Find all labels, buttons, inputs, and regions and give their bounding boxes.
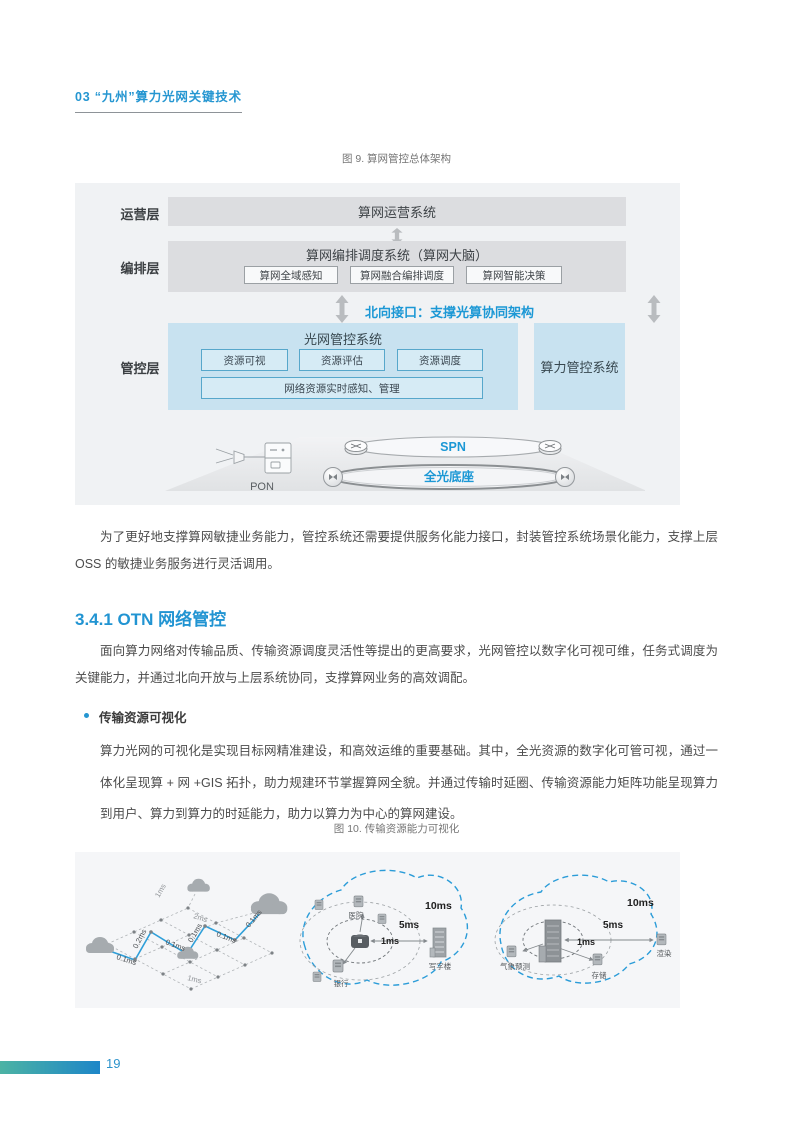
- paragraph-1: 为了更好地支撑算网敏捷业务能力，管控系统还需要提供服务化能力接口，封装管控系统场…: [75, 530, 718, 571]
- cloud-boundary: [499, 874, 658, 984]
- ops-system-box: 算网运营系统: [168, 197, 626, 226]
- render-icon: [656, 933, 667, 946]
- hospital-label: 医院: [349, 910, 364, 920]
- optical-node-icon: [555, 467, 575, 487]
- building-icon: [377, 913, 387, 924]
- optical-base-label: 全光底座: [423, 469, 475, 484]
- building-icon: [312, 971, 322, 982]
- layer-label-orchestration: 编排层: [120, 261, 160, 276]
- mesh-latency-label: 0.1ms: [164, 937, 187, 953]
- figure9-caption: 图 9. 算网管控总体架构: [341, 153, 452, 165]
- mesh-latency-label: 2ms: [192, 911, 208, 924]
- double-arrow-icon: [647, 295, 661, 323]
- layer-label-operations: 运营层: [120, 207, 160, 222]
- bullet-dot-icon: [84, 713, 89, 718]
- figure10-visualization-diagram: 0.1ms 0.2ms 0.1ms 0.1ms 0.1ms 0.1ms 1ms …: [75, 852, 680, 1008]
- paragraph-2: 面向算力网络对传输品质、传输资源调度灵活性等提出的更高要求，光网管控以数字化可视…: [75, 644, 718, 685]
- bank-icon: [332, 959, 344, 973]
- optical-network-control-box: 光网管控系统 资源可视 资源评估 资源调度 网络资源实时感知、管理: [168, 323, 518, 410]
- bullet-label: 传输资源可视化: [99, 711, 187, 725]
- render-label: 渲染: [657, 948, 672, 958]
- latency-cloud-2: 1ms 5ms 10ms 气象预测 存储 渲染: [494, 874, 672, 984]
- figure9-architecture-diagram: 运营层 编排层 管控层 算网运营系统 算网编排调度系统（算网大脑） 算网全域感知…: [75, 183, 680, 505]
- latency-cloud-1: 1ms 5ms 10ms 医院 银行 写字楼: [299, 869, 469, 988]
- cloud-boundary: [302, 869, 469, 986]
- mesh-topology: 0.1ms 0.2ms 0.1ms 0.1ms 0.1ms 0.1ms 1ms …: [86, 878, 288, 991]
- ring-5ms-label: 5ms: [399, 920, 419, 931]
- double-arrow-icon: [391, 228, 403, 244]
- optical-sub-evaluation: 资源评估: [299, 349, 385, 371]
- mesh-latency-label: 1ms: [187, 973, 203, 985]
- mesh-latency-label: 0.1ms: [215, 929, 238, 945]
- double-arrow-icon: [335, 295, 349, 323]
- optical-sub-visibility: 资源可视: [201, 349, 288, 371]
- orch-sub-scheduling: 算网融合编排调度: [350, 266, 454, 284]
- office-label: 写字楼: [429, 961, 452, 971]
- network-base-illustration: PON SPN: [165, 436, 645, 493]
- ring-1ms-label: 1ms: [381, 936, 399, 946]
- optical-network-control-title: 光网管控系统: [303, 332, 382, 347]
- hospital-icon: [353, 895, 364, 908]
- building-icon: [314, 899, 324, 910]
- page-number: 19: [106, 1056, 121, 1071]
- ring-5ms-label: 5ms: [603, 920, 623, 931]
- layer-label-management: 管控层: [120, 361, 160, 376]
- section-title: 3.4.1 OTN 网络管控: [75, 610, 227, 629]
- mesh-latency-label: 0.1ms: [115, 952, 137, 967]
- weather-label: 气象预测: [500, 961, 530, 971]
- orchestration-system-title: 算网编排调度系统（算网大脑）: [305, 248, 488, 263]
- compute-tower-icon: [538, 919, 562, 963]
- router-icon: [538, 440, 562, 455]
- figure10-caption: 图 10. 传输资源能力可视化: [333, 823, 460, 835]
- office-tower-icon: [429, 927, 447, 958]
- spn-label: SPN: [440, 440, 466, 454]
- paragraph-3: 算力光网的可视化是实现目标网精准建设，和高效运维的重要基础。其中，全光资源的数字…: [100, 744, 718, 821]
- ring-10ms-label: 10ms: [627, 897, 654, 909]
- ring-10ms-label: 10ms: [425, 900, 452, 912]
- bank-label: 银行: [334, 978, 349, 988]
- footer-gradient-bar: [0, 1061, 100, 1074]
- pon-icon: [215, 442, 292, 474]
- figure10-svg: 0.1ms 0.2ms 0.1ms 0.1ms 0.1ms 0.1ms 1ms …: [86, 869, 672, 991]
- optical-sub-realtime: 网络资源实时感知、管理: [201, 377, 483, 399]
- pon-label: PON: [250, 481, 274, 493]
- compute-control-box: 算力管控系统: [534, 323, 625, 410]
- datacenter-icon: [351, 934, 369, 948]
- orch-sub-decision: 算网智能决策: [466, 266, 562, 284]
- northbound-interface-label: 北向接口：支撑光算协同架构: [365, 305, 535, 320]
- weather-icon: [506, 945, 517, 958]
- orch-sub-awareness: 算网全域感知: [244, 266, 338, 284]
- bullet-item: 传输资源可视化: [84, 707, 187, 726]
- cloud-icon: [187, 878, 210, 892]
- ring-1ms-label: 1ms: [577, 937, 595, 947]
- router-icon: [344, 440, 368, 455]
- storage-label: 存储: [592, 970, 607, 980]
- orchestration-system-box: 算网编排调度系统（算网大脑） 算网全域感知 算网融合编排调度 算网智能决策: [168, 241, 626, 292]
- mesh-latency-label: 1ms: [153, 882, 168, 899]
- optical-sub-scheduling: 资源调度: [397, 349, 483, 371]
- page-header-title: 03 “九州”算力光网关键技术: [75, 86, 242, 113]
- storage-icon: [592, 953, 603, 966]
- cloud-icon: [86, 937, 114, 953]
- optical-node-icon: [323, 467, 343, 487]
